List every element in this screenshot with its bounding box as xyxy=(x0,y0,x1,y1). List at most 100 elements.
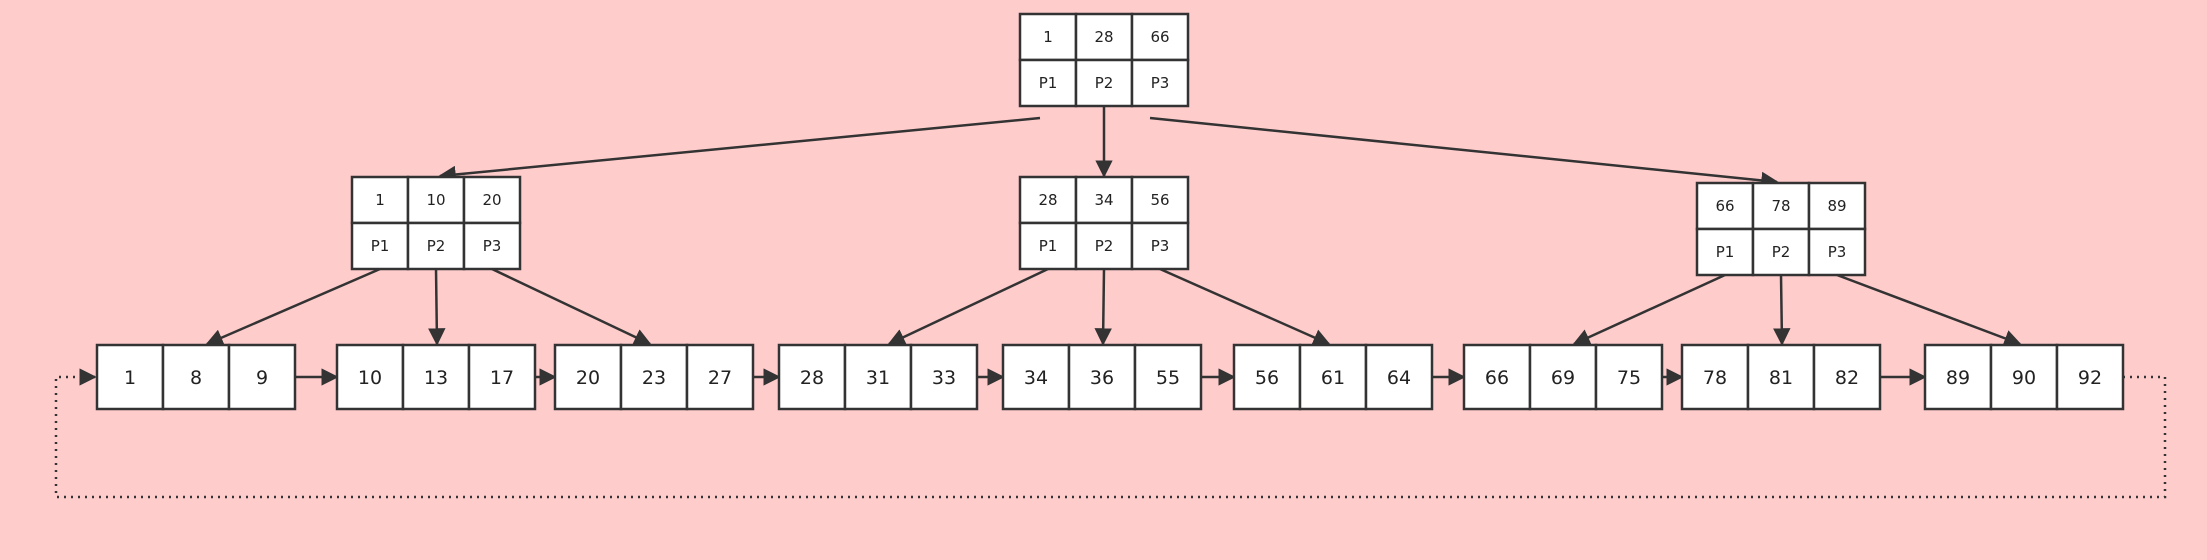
internal-2-p1-arrow xyxy=(887,267,1049,346)
leaf-key-cell xyxy=(335,343,405,411)
pointer-label: P1 xyxy=(371,237,390,255)
root-p3-arrow xyxy=(1149,116,1779,190)
leaf-key-label: 13 xyxy=(424,367,448,389)
pointer-label: P1 xyxy=(1716,243,1735,261)
leaf-node-7: 66 69 75 xyxy=(1462,343,1664,411)
internal-1-p3-arrow xyxy=(491,267,652,346)
key-label: 66 xyxy=(1150,28,1169,46)
leaf-key-label: 9 xyxy=(256,367,268,389)
pointer-cell xyxy=(1130,221,1190,271)
key-label: 56 xyxy=(1150,191,1169,209)
key-cell xyxy=(1130,175,1190,225)
key-label: 28 xyxy=(1038,191,1057,209)
leaf-key-cell xyxy=(95,343,165,411)
pointer-label: P3 xyxy=(1828,243,1847,261)
leaf-key-label: 66 xyxy=(1485,367,1509,389)
key-cell xyxy=(1074,175,1134,225)
leaf-key-label: 31 xyxy=(866,367,890,389)
key-label: 66 xyxy=(1715,197,1734,215)
leaf-key-label: 75 xyxy=(1617,367,1641,389)
internal-3-p3-arrow xyxy=(1836,273,2022,347)
pointer-cell xyxy=(350,221,410,271)
internal-2-p2-arrow xyxy=(1094,268,1112,346)
leaf-key-cell xyxy=(553,343,623,411)
leaf-key-cell xyxy=(777,343,847,411)
leaf-key-label: 17 xyxy=(490,367,514,389)
leaf-key-label: 64 xyxy=(1387,367,1411,389)
leaf-key-cell xyxy=(227,343,297,411)
pointer-label: P2 xyxy=(1095,74,1114,92)
pointer-label: P2 xyxy=(1095,237,1114,255)
key-cell xyxy=(1130,12,1190,62)
pointer-cell xyxy=(1130,58,1190,108)
key-cell xyxy=(1807,181,1867,231)
key-label: 89 xyxy=(1827,197,1846,215)
leaf-node-1: 1 8 9 xyxy=(95,343,297,411)
key-cell xyxy=(1751,181,1811,231)
leaf-key-label: 33 xyxy=(932,367,956,389)
internal-2-p3-arrow xyxy=(1159,267,1331,346)
leaf-key-cell xyxy=(401,343,471,411)
pointer-cell xyxy=(1018,58,1078,108)
leaf-key-label: 69 xyxy=(1551,367,1575,389)
leaf-key-cell xyxy=(843,343,913,411)
key-label: 28 xyxy=(1094,28,1113,46)
leaf-key-cell xyxy=(685,343,755,411)
root-p1-arrow xyxy=(438,116,1041,184)
leaf-node-2: 10 13 17 xyxy=(335,343,537,411)
pointer-cell xyxy=(462,221,522,271)
key-label: 78 xyxy=(1771,197,1790,215)
pointer-label: P3 xyxy=(483,237,502,255)
leaf-key-cell xyxy=(1923,343,1993,411)
internal-3-p2-arrow xyxy=(1773,274,1791,346)
edges-layer xyxy=(54,106,2167,499)
pointer-cell xyxy=(1807,227,1867,277)
pointer-label: P1 xyxy=(1039,237,1058,255)
leaf-key-label: 8 xyxy=(190,367,202,389)
internal-1-p1-arrow xyxy=(205,267,381,346)
leaf-key-cell xyxy=(1298,343,1368,411)
internal-3-p1-arrow xyxy=(1572,273,1726,346)
leaf-key-cell xyxy=(1232,343,1302,411)
internal-1-p2-arrow xyxy=(428,268,446,346)
leaf-key-cell xyxy=(909,343,979,411)
leaf-key-label: 89 xyxy=(1946,367,1970,389)
pointer-label: P3 xyxy=(1151,74,1170,92)
leaf-key-cell xyxy=(1812,343,1882,411)
leaf-key-label: 27 xyxy=(708,367,732,389)
key-cell xyxy=(1074,12,1134,62)
leaf-key-cell xyxy=(1133,343,1203,411)
leaf-key-label: 34 xyxy=(1024,367,1048,389)
key-label: 1 xyxy=(375,191,385,209)
leaf-key-cell xyxy=(1594,343,1664,411)
leaf-key-cell xyxy=(1680,343,1750,411)
leaf-key-cell xyxy=(467,343,537,411)
pointer-label: P2 xyxy=(427,237,446,255)
leaf-key-label: 78 xyxy=(1703,367,1727,389)
leaf-key-label: 28 xyxy=(800,367,824,389)
pointer-label: P2 xyxy=(1772,243,1791,261)
leaf-key-label: 92 xyxy=(2078,367,2102,389)
leaf-key-label: 23 xyxy=(642,367,666,389)
leaf-key-label: 1 xyxy=(124,367,136,389)
pointer-cell xyxy=(1074,221,1134,271)
key-label: 20 xyxy=(482,191,501,209)
key-label: 1 xyxy=(1043,28,1053,46)
leaf-key-label: 90 xyxy=(2012,367,2036,389)
leaf-node-4: 28 31 33 xyxy=(777,343,979,411)
leaf-key-cell xyxy=(1528,343,1598,411)
key-label: 10 xyxy=(426,191,445,209)
leaf-key-label: 10 xyxy=(358,367,382,389)
leaf-key-cell xyxy=(1364,343,1434,411)
leaf-key-label: 56 xyxy=(1255,367,1279,389)
leaf-key-cell xyxy=(2055,343,2125,411)
leaf-key-label: 36 xyxy=(1090,367,1114,389)
